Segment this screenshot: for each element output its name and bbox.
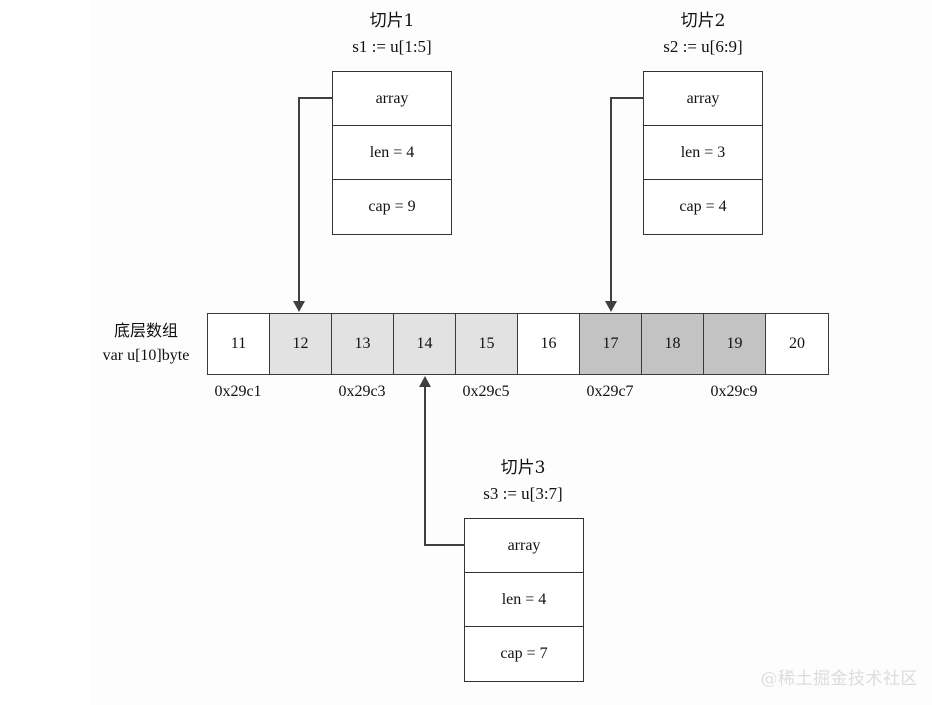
watermark: @稀土掘金技术社区 bbox=[760, 669, 918, 689]
slice3-pointer-arrowhead bbox=[419, 376, 431, 387]
slice3-len-field: len = 4 bbox=[465, 573, 583, 627]
backing-array-label-line1: 底层数组 bbox=[113, 321, 178, 340]
slice2-struct-box[interactable]: array len = 3 cap = 4 bbox=[643, 71, 763, 235]
array-cell[interactable]: 11 bbox=[208, 314, 270, 374]
slice1-pointer-vertical bbox=[298, 97, 300, 301]
slice2-pointer-vertical bbox=[610, 97, 612, 301]
array-cell[interactable]: 20 bbox=[766, 314, 828, 374]
slice2-cap-field: cap = 4 bbox=[679, 198, 727, 215]
slice3-pointer-vertical bbox=[424, 387, 426, 545]
array-cell[interactable]: 19 bbox=[704, 314, 766, 374]
slice2-pointer-arrowhead bbox=[605, 301, 617, 312]
backing-array-label: 底层数组 var u[10]byte bbox=[90, 318, 202, 368]
slice1-struct-box[interactable]: array len = 4 cap = 9 bbox=[332, 71, 452, 235]
slice1-array-field: array bbox=[333, 72, 451, 126]
slice1-len-field: len = 4 bbox=[333, 126, 451, 180]
slice2-title: 切片2 bbox=[680, 11, 726, 31]
backing-array-row: 11 12 13 14 15 16 17 18 19 20 bbox=[207, 313, 829, 375]
address-label: 0x29c5 bbox=[462, 383, 510, 400]
address-label: 0x29c1 bbox=[214, 383, 262, 400]
slice1-cap-field: cap = 9 bbox=[368, 198, 416, 215]
slice3-array-field: array bbox=[465, 519, 583, 573]
slice2-pointer-horizontal bbox=[610, 97, 644, 99]
address-label: 0x29c7 bbox=[586, 383, 634, 400]
slice2-len-field: len = 3 bbox=[644, 126, 762, 180]
array-cell[interactable]: 16 bbox=[518, 314, 580, 374]
array-cell[interactable]: 14 bbox=[394, 314, 456, 374]
slice3-title: 切片3 bbox=[500, 458, 546, 478]
address-label: 0x29c9 bbox=[710, 383, 758, 400]
backing-array-label-line2: var u[10]byte bbox=[102, 347, 190, 364]
array-cell[interactable]: 13 bbox=[332, 314, 394, 374]
slice1-pointer-horizontal bbox=[298, 97, 333, 99]
slice3-cap-field: cap = 7 bbox=[500, 645, 548, 662]
slice2-caption: 切片2 s2 := u[6:9] bbox=[593, 8, 813, 60]
array-cell[interactable]: 12 bbox=[270, 314, 332, 374]
array-cell[interactable]: 15 bbox=[456, 314, 518, 374]
slice1-pointer-arrowhead bbox=[293, 301, 305, 312]
slice3-struct-box[interactable]: array len = 4 cap = 7 bbox=[464, 518, 584, 682]
slice3-decl: s3 := u[3:7] bbox=[483, 484, 563, 503]
slice3-caption: 切片3 s3 := u[3:7] bbox=[413, 455, 633, 507]
slice1-caption: 切片1 s1 := u[1:5] bbox=[282, 8, 502, 60]
address-label: 0x29c3 bbox=[338, 383, 386, 400]
slice3-pointer-horizontal bbox=[424, 544, 465, 546]
array-cell[interactable]: 17 bbox=[580, 314, 642, 374]
slice1-title: 切片1 bbox=[369, 11, 415, 31]
slice1-decl: s1 := u[1:5] bbox=[352, 37, 432, 56]
slice2-decl: s2 := u[6:9] bbox=[663, 37, 743, 56]
array-cell[interactable]: 18 bbox=[642, 314, 704, 374]
slice2-array-field: array bbox=[644, 72, 762, 126]
